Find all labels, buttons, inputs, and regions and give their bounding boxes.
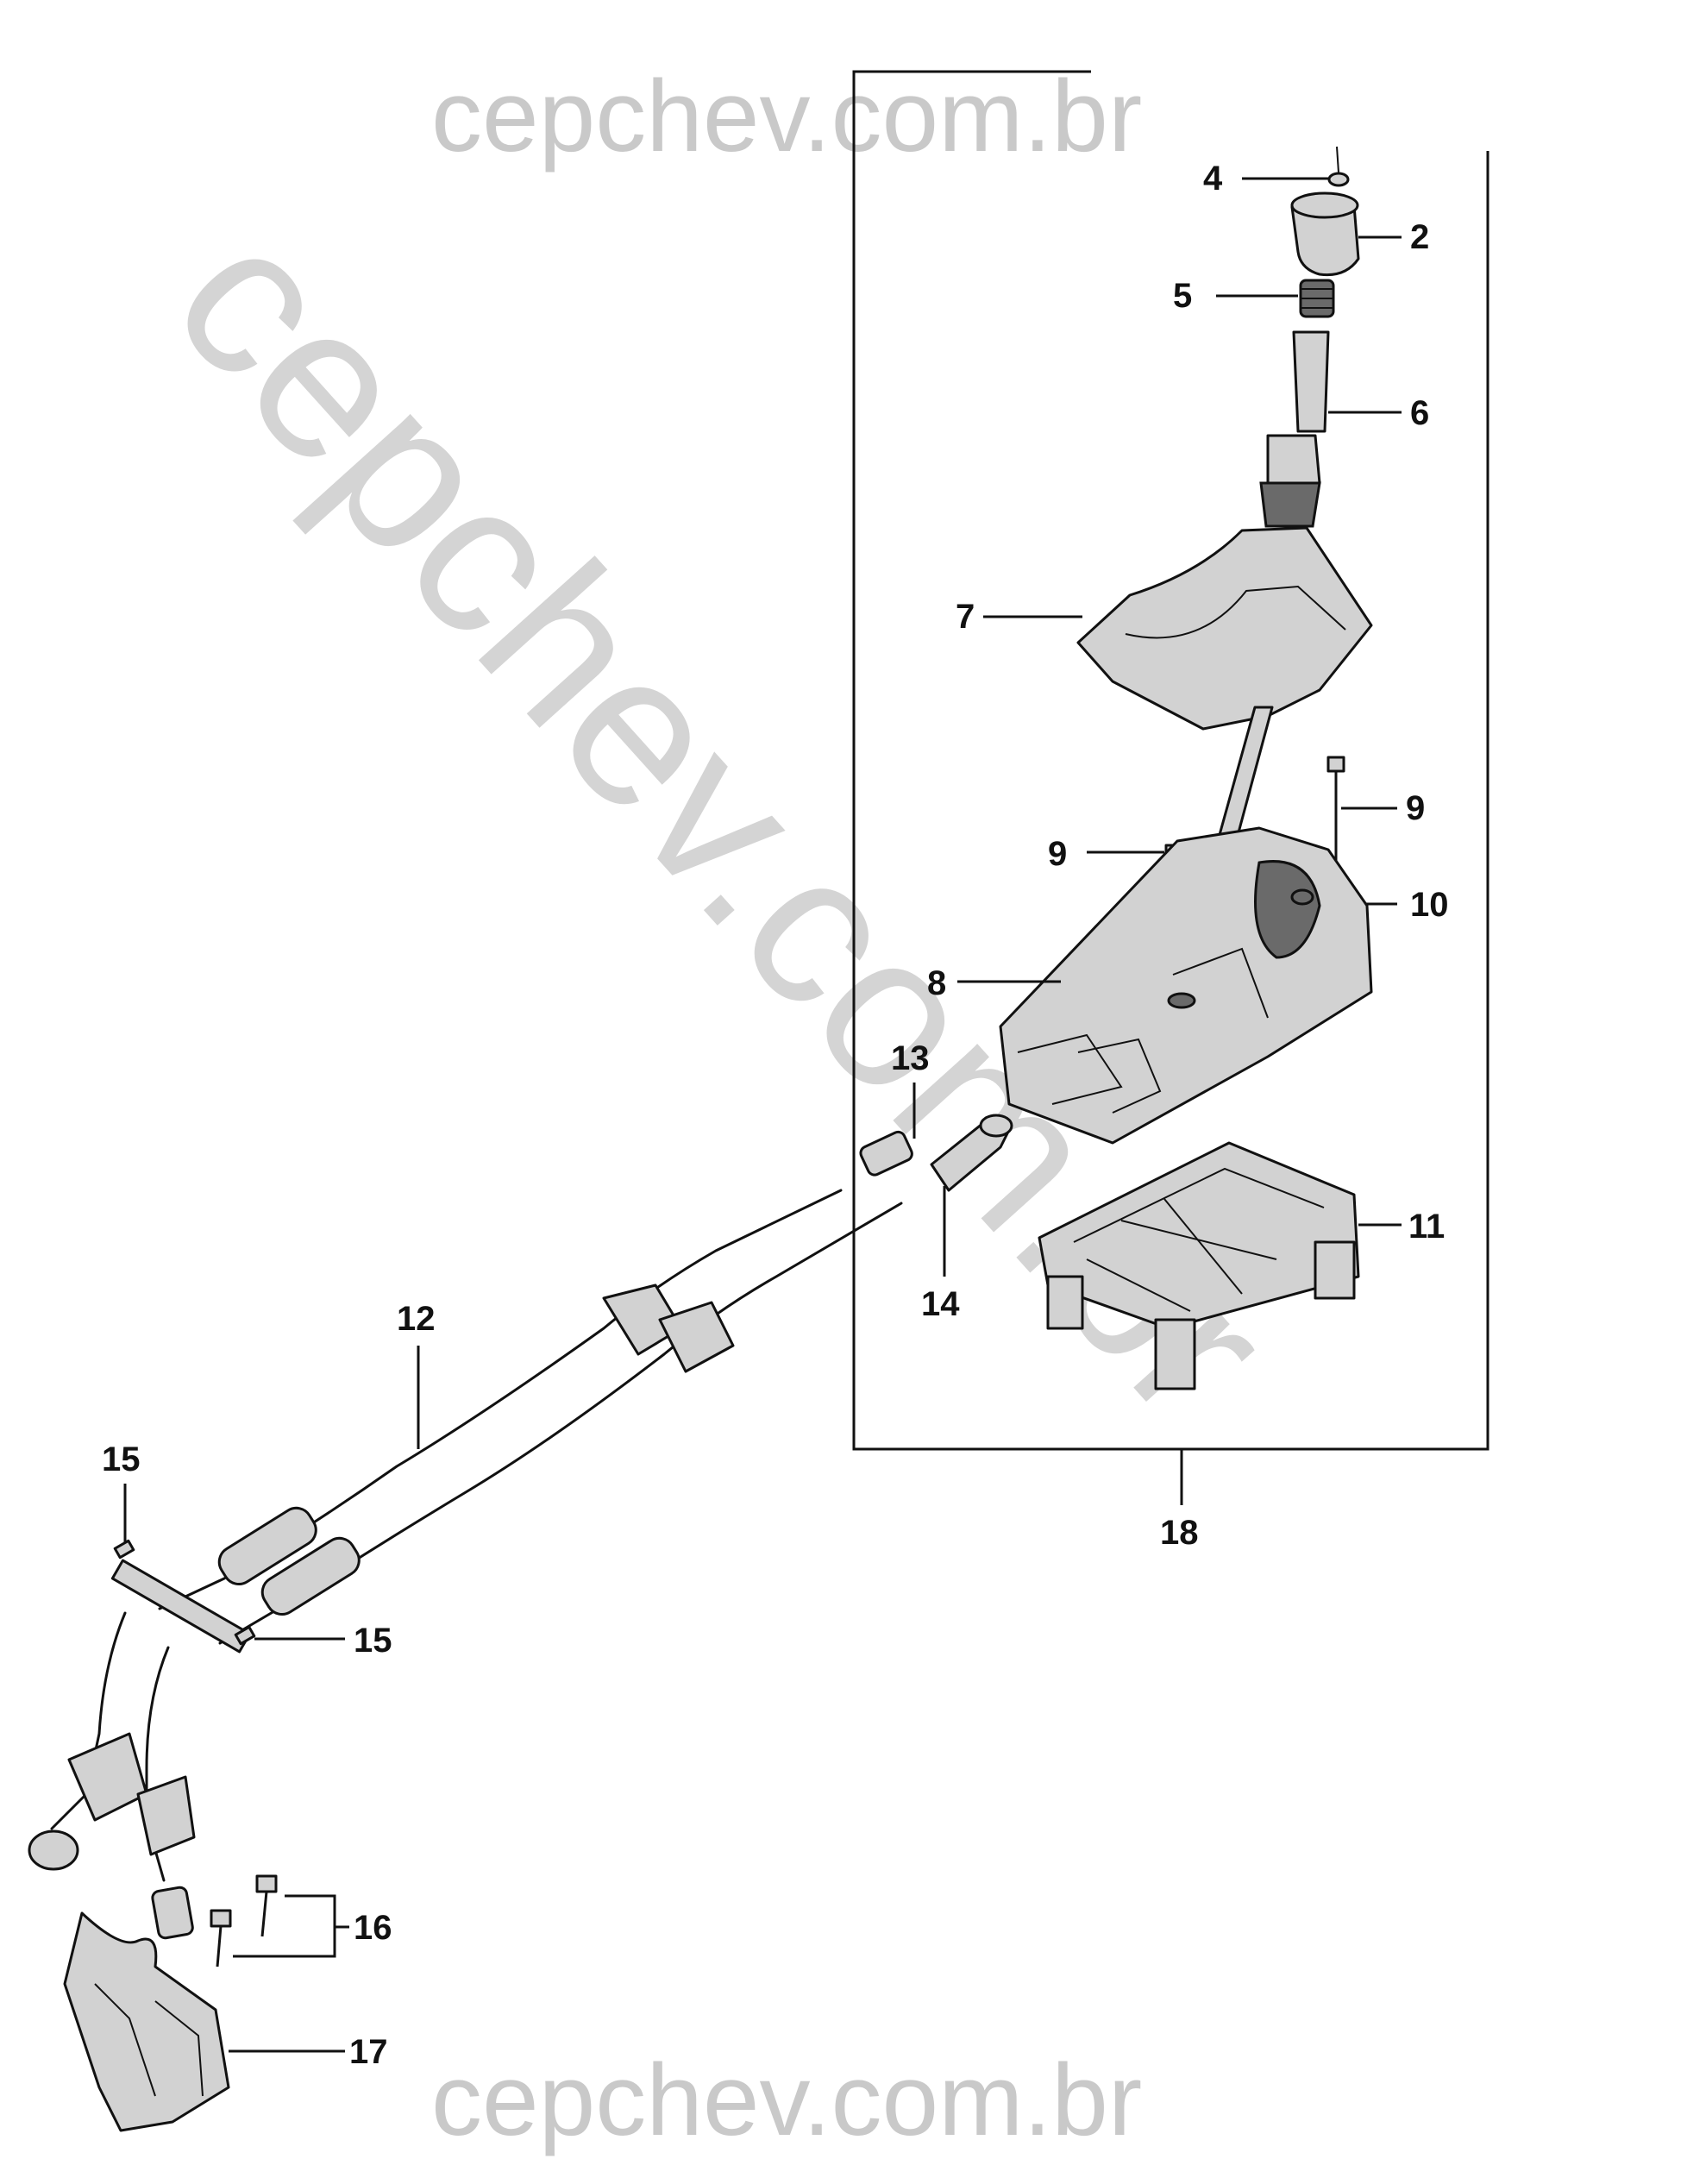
assembly-frame: [852, 70, 1489, 1505]
callout-9-left: 9: [1048, 835, 1067, 873]
callout-11: 11: [1408, 1208, 1445, 1246]
cable-end-fittings: [28, 1732, 196, 1940]
callout-10: 10: [1410, 886, 1449, 924]
callout-15-right: 15: [354, 1622, 392, 1660]
part-15-clips: [110, 1484, 345, 1654]
callout-7: 7: [956, 598, 975, 636]
part-14-cable-end: [930, 1114, 1013, 1277]
callout-17: 17: [349, 2033, 388, 2071]
callout-12: 12: [397, 1300, 436, 1338]
part-16-bolts: [210, 1874, 349, 1967]
callout-6: 6: [1410, 394, 1429, 432]
callout-9-right: 9: [1406, 789, 1425, 827]
callout-5: 5: [1173, 277, 1192, 315]
part-6-lever-sleeve: [1259, 330, 1402, 528]
part-4-clip: [1242, 146, 1350, 187]
part-17-bracket: [63, 1911, 345, 2132]
callout-18: 18: [1160, 1514, 1199, 1552]
part-13-cable-connector: [859, 1083, 916, 1177]
watermark-bottom: cepchev.com.br: [431, 2043, 1142, 2157]
callout-8: 8: [927, 964, 946, 1002]
callout-14: 14: [921, 1285, 960, 1323]
callout-16: 16: [354, 1909, 392, 1947]
part-2-shift-knob: [1290, 191, 1402, 277]
callout-2: 2: [1410, 218, 1429, 256]
part-5-spring: [1216, 279, 1335, 318]
callout-4: 4: [1203, 160, 1223, 198]
callout-15-top: 15: [102, 1440, 141, 1478]
part-9-bolt-right: [1326, 756, 1397, 871]
part-7-console-boot: [983, 526, 1373, 731]
part-11-base-plate: [1038, 1141, 1402, 1390]
callout-13: 13: [891, 1039, 930, 1077]
part-12-shift-cables: [50, 1189, 903, 1882]
shift-lever-rod: [1216, 706, 1274, 847]
watermark-top: cepchev.com.br: [431, 60, 1142, 173]
part-8-shifter-housing: [957, 826, 1373, 1145]
